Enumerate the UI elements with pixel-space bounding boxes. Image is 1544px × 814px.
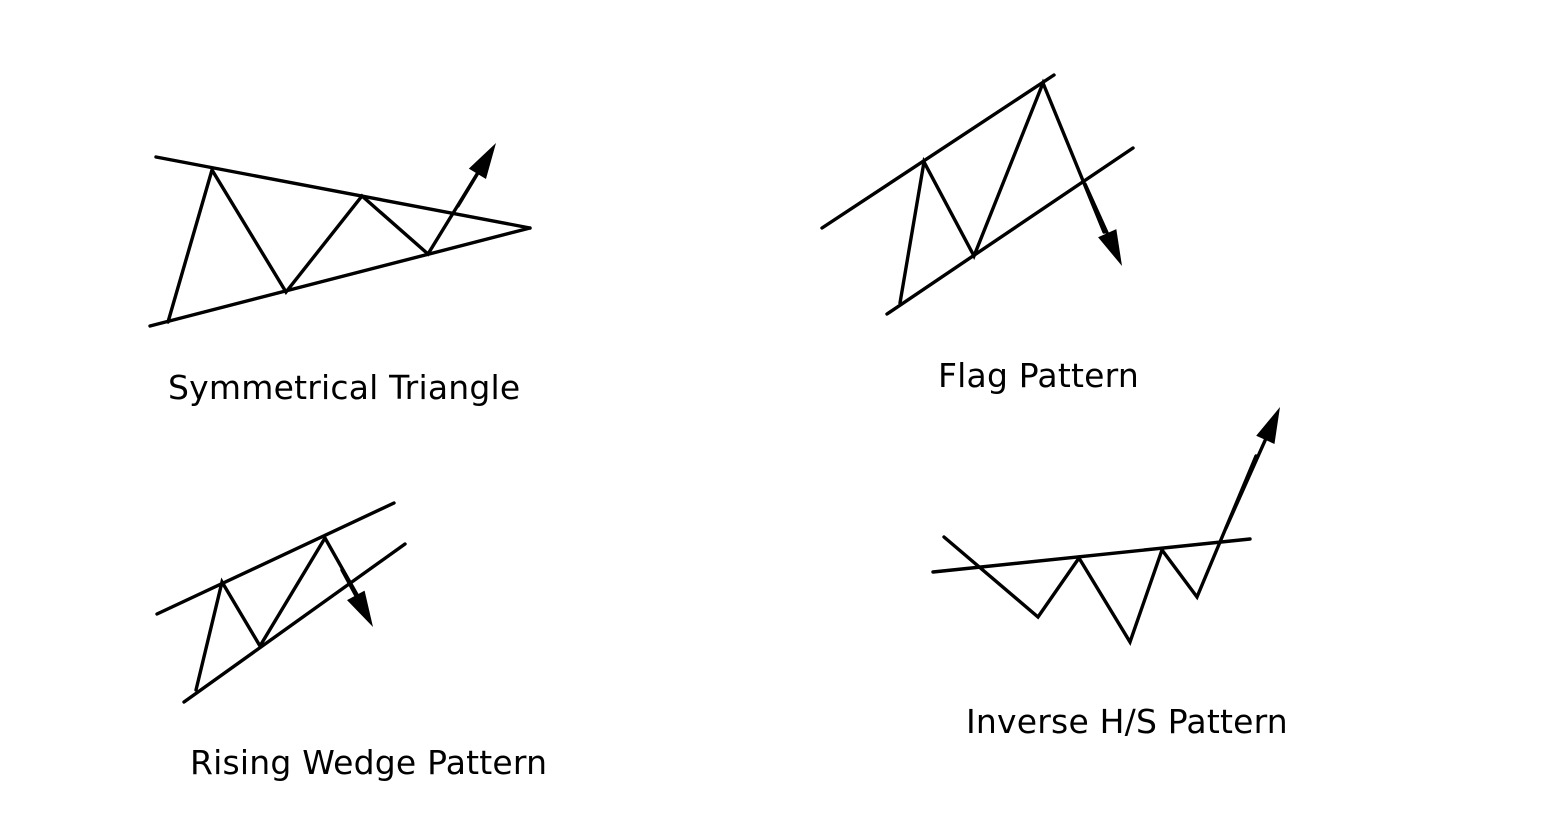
rising-wedge-pattern-upper-trendline — [155, 501, 396, 616]
flag-pattern-upper-channel-line — [820, 73, 1056, 230]
flag-pattern-breakout-down-arrow-head — [1098, 229, 1122, 266]
inverse-hs-pattern-breakout-up-arrow-head — [1256, 407, 1280, 444]
symmetrical-triangle-breakout-up-arrow-head — [468, 143, 496, 179]
symmetrical-triangle-pattern — [148, 143, 532, 328]
rising-wedge-pattern-price-zigzag — [194, 534, 362, 692]
flag-pattern-lower-channel-line — [885, 146, 1135, 316]
inverse-hs-pattern-pattern — [931, 407, 1280, 646]
rising-wedge-pattern-lower-trendline — [182, 542, 407, 704]
flag-pattern-label: Flag Pattern — [938, 356, 1139, 395]
flag-pattern-breakout-down-arrow-shaft — [1083, 182, 1110, 237]
flag-pattern-pattern — [820, 73, 1135, 316]
flag-pattern-price-zigzag — [898, 78, 1106, 305]
symmetrical-triangle-upper-trendline — [154, 155, 532, 230]
symmetrical-triangle-price-zigzag — [166, 164, 484, 324]
rising-wedge-pattern-breakout-down-arrow-head — [347, 590, 373, 627]
inverse-hs-pattern-label: Inverse H/S Pattern — [966, 702, 1288, 741]
inverse-hs-pattern-price-zigzag — [942, 454, 1258, 646]
rising-wedge-pattern-breakout-down-arrow-shaft — [340, 568, 359, 599]
inverse-hs-pattern-neckline — [931, 537, 1252, 574]
rising-wedge-pattern-label: Rising Wedge Pattern — [190, 743, 548, 782]
symmetrical-triangle-lower-trendline — [148, 226, 532, 328]
symmetrical-triangle-breakout-up-arrow-shaft — [456, 170, 481, 208]
symmetrical-triangle-label: Symmetrical Triangle — [168, 368, 521, 407]
inverse-hs-pattern-breakout-up-arrow-shaft — [1224, 436, 1268, 530]
rising-wedge-pattern-pattern — [155, 501, 407, 704]
